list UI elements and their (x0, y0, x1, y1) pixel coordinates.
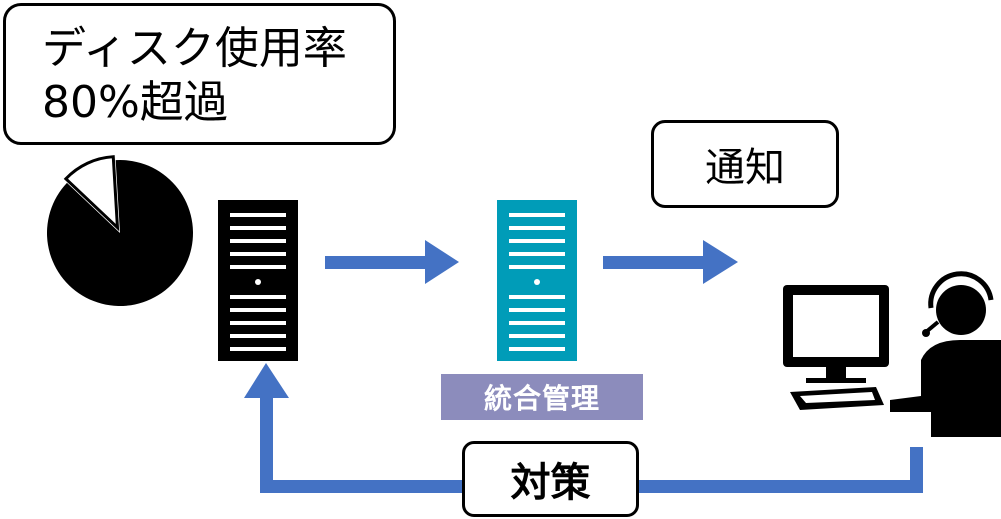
disk-usage-pie (46, 155, 194, 306)
action-box: 対策 (462, 441, 639, 517)
arrow-to-management (325, 240, 459, 284)
arrow-to-operator (603, 240, 738, 284)
operator-workstation-icon (783, 271, 1001, 437)
action-label: 対策 (510, 460, 591, 506)
disk-usage-alert-box: ディスク使用率 80%超過 (3, 3, 396, 145)
management-label: 統合管理 (441, 374, 643, 420)
pie-slice-free (63, 155, 120, 232)
alert-line-2: 80%超過 (42, 77, 228, 128)
monitored-server-icon (218, 200, 298, 361)
alert-line-1: ディスク使用率 (42, 23, 347, 74)
notification-box: 通知 (651, 120, 839, 208)
feedback-arrow (244, 363, 923, 493)
management-server-icon (497, 200, 577, 361)
notification-label: 通知 (705, 145, 785, 191)
operator-person-icon (890, 271, 1001, 437)
pie-slice-used (46, 160, 194, 306)
